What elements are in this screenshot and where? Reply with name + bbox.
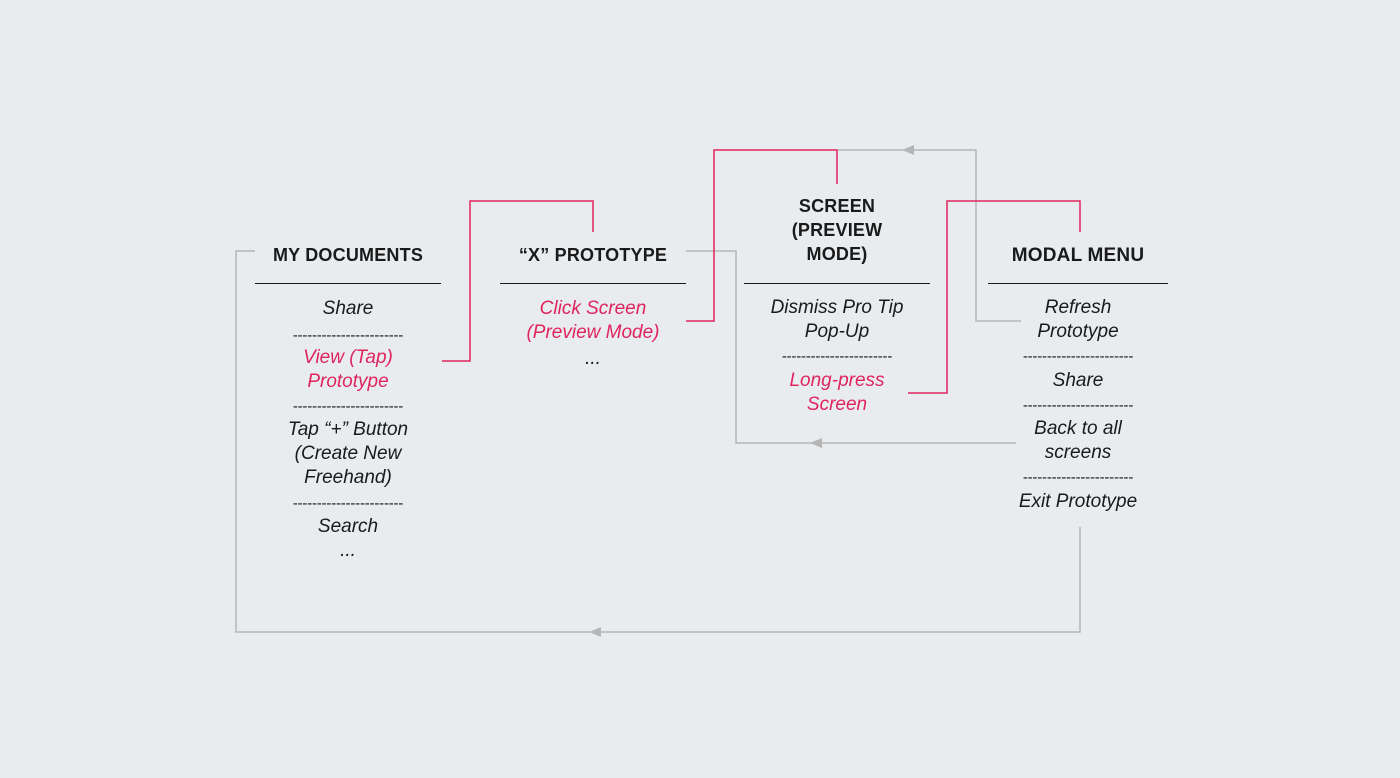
- column-title: MODAL MENU: [1011, 245, 1145, 266]
- arrow-head-left: [902, 145, 914, 155]
- separator: -----------------------: [292, 399, 404, 415]
- connector-longpress-to-modal: [908, 200, 1081, 394]
- arrow-head-left: [810, 438, 822, 448]
- item-share[interactable]: Share: [1052, 370, 1104, 391]
- item-share[interactable]: Share: [322, 298, 374, 319]
- title-rule: [255, 283, 441, 284]
- connector-click-to-screen: [686, 149, 838, 322]
- title-rule: [500, 283, 686, 284]
- column-title: SCREEN (PREVIEW MODE): [791, 196, 883, 264]
- column-x-prototype: “X” PROTOTYPE Click Screen (Preview Mode…: [500, 243, 686, 383]
- separator: -----------------------: [292, 328, 404, 344]
- item-more: ...: [340, 540, 356, 561]
- column-title: “X” PROTOTYPE: [518, 245, 668, 265]
- separator: -----------------------: [292, 496, 404, 512]
- column-screen-preview: SCREEN (PREVIEW MODE) Dismiss Pro Tip Po…: [744, 194, 930, 424]
- item-search[interactable]: Search: [317, 516, 379, 537]
- item-back-to-all-screens[interactable]: Back to all screens: [1034, 418, 1122, 463]
- connector-view-to-prototype: [442, 200, 594, 362]
- item-create-freehand[interactable]: Tap “+” Button (Create New Freehand): [287, 419, 409, 488]
- arrow-head-left: [589, 627, 601, 637]
- item-long-press-screen[interactable]: Long-press Screen: [789, 370, 885, 415]
- title-rule: [744, 283, 930, 284]
- item-refresh-prototype[interactable]: Refresh Prototype: [1037, 297, 1119, 342]
- connector-back-to-prototype: [686, 250, 1016, 444]
- item-dismiss-pro-tip[interactable]: Dismiss Pro Tip Pop-Up: [770, 297, 904, 342]
- connector-exit-to-documents: [235, 250, 1081, 633]
- separator: -----------------------: [1022, 398, 1134, 414]
- column-modal-menu: MODAL MENU Refresh Prototype -----------…: [988, 244, 1168, 524]
- item-exit-prototype[interactable]: Exit Prototype: [1018, 491, 1138, 512]
- separator: -----------------------: [1022, 470, 1134, 486]
- separator: -----------------------: [1022, 349, 1134, 365]
- title-rule: [988, 283, 1168, 284]
- item-more: ...: [585, 348, 601, 369]
- column-title: MY DOCUMENTS: [272, 245, 424, 265]
- separator: -----------------------: [781, 349, 893, 365]
- item-view-prototype[interactable]: View (Tap) Prototype: [303, 347, 393, 392]
- column-my-documents: MY DOCUMENTS Share ---------------------…: [255, 243, 441, 573]
- item-click-screen[interactable]: Click Screen (Preview Mode): [526, 298, 660, 343]
